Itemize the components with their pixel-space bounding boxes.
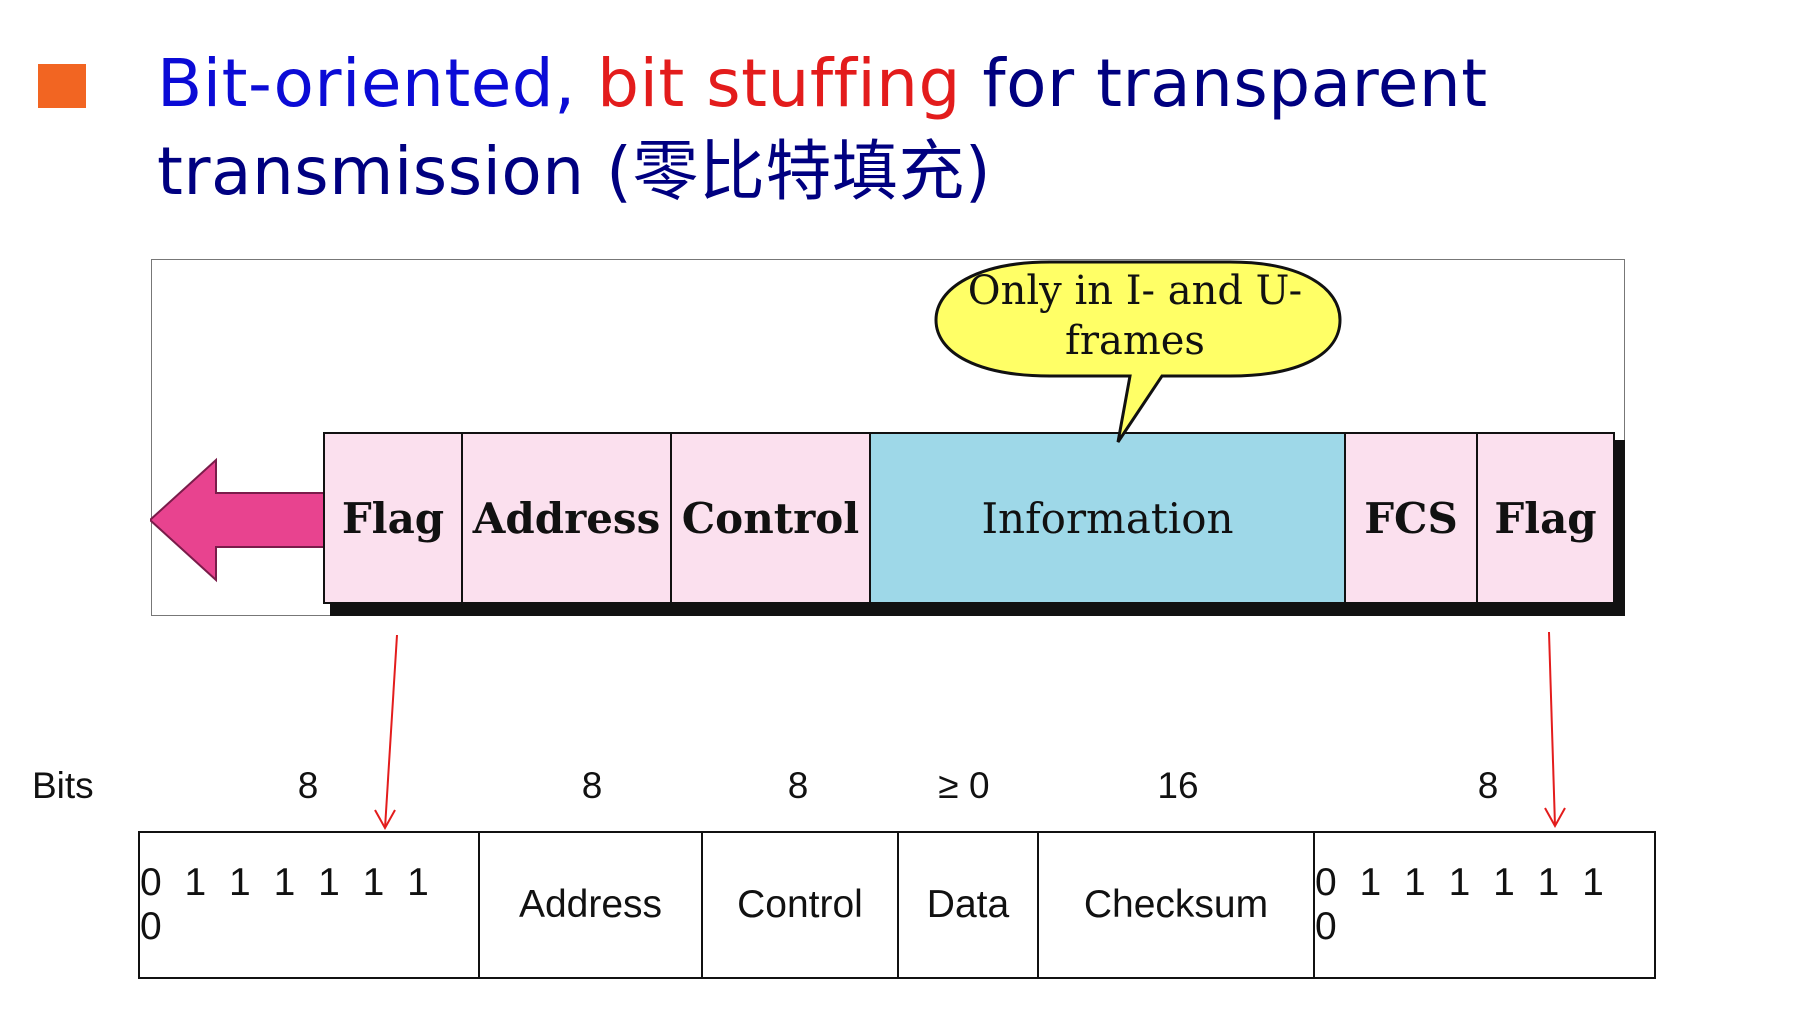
callout-text: Only in I- and U-frames [967,268,1303,364]
bits-size-address: 8 [581,765,603,806]
title-part2: bit stuffing [597,45,961,122]
field-flag-start: Flag [323,432,463,604]
pointer-arrow-right [1544,631,1566,829]
bit-layout-row: 0 1 1 1 1 1 1 0 Address Control Data Che… [138,831,1656,979]
bits-size-flag-end: 8 [1477,765,1499,806]
field-address: Address [461,432,672,604]
cell-control: Control [703,833,899,977]
callout-bubble [934,260,1342,443]
bits-size-control: 8 [787,765,809,806]
bits-size-checksum: 16 [1157,765,1199,806]
bullet-square [38,64,86,108]
title-part1: Bit-oriented, [157,45,598,122]
slide-title: Bit-oriented, bit stuffing for transpare… [157,40,1757,216]
pointer-arrow-left [374,634,398,831]
frame-shadow-bottom [330,604,1625,616]
title-part3: for transparent [960,45,1488,122]
cell-flag-start: 0 1 1 1 1 1 1 0 [140,833,480,977]
cell-checksum: Checksum [1039,833,1315,977]
field-control: Control [670,432,871,604]
direction-arrow-icon [150,457,327,583]
cell-address: Address [480,833,703,977]
field-flag-end: Flag [1476,432,1615,604]
bits-size-data: ≥ 0 [938,765,990,806]
field-information: Information [869,432,1346,604]
title-line2: transmission (零比特填充) [157,133,992,210]
cell-data: Data [899,833,1039,977]
field-fcs: FCS [1344,432,1478,604]
frame-shadow-right [1612,440,1625,614]
bits-caption: Bits [32,765,94,806]
cell-flag-end: 0 1 1 1 1 1 1 0 [1315,861,1610,948]
bits-size-flag-start: 8 [297,765,319,806]
